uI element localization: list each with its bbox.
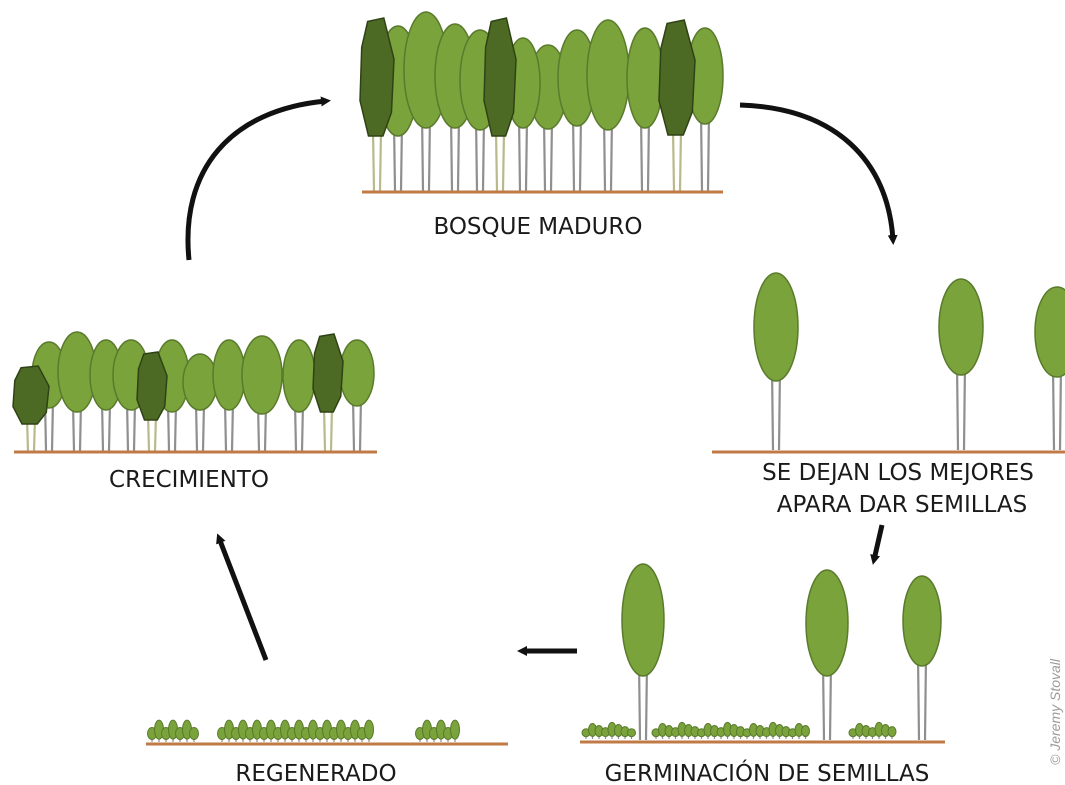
dark-tree (658, 19, 696, 192)
label-regenerated: REGENERADO (235, 761, 396, 785)
tree (182, 353, 218, 452)
seed-trees-illustration (753, 272, 1065, 451)
growth-forest-illustration (12, 331, 375, 452)
label-seed-trees-line2: APARA DAR SEMILLAS (777, 492, 1028, 518)
arrow-regenerated-to-growth (216, 533, 269, 661)
dark-tree (12, 365, 50, 452)
tree (282, 339, 316, 452)
tree (902, 575, 942, 741)
regenerated-illustration (147, 719, 460, 742)
seedlings (651, 721, 810, 739)
tree (557, 29, 597, 192)
tree (621, 563, 665, 741)
tree (626, 27, 664, 192)
tree (805, 569, 849, 741)
label-growth: CRECIMIENTO (109, 467, 269, 493)
label-seed-trees-line1: SE DEJAN LOS MEJORES (762, 460, 1034, 486)
tree (57, 331, 97, 452)
dark-tree (359, 17, 395, 192)
seedlings (848, 721, 897, 739)
tree (212, 339, 246, 452)
mature-forest-illustration (359, 11, 724, 192)
arrow-seed-to-germination (870, 524, 885, 565)
tree (586, 19, 630, 192)
tree (1034, 286, 1065, 451)
young-trees (415, 719, 460, 742)
tree (339, 339, 375, 452)
seedlings (581, 721, 636, 739)
young-trees (217, 719, 374, 742)
label-mature-forest: BOSQUE MADURO (433, 214, 642, 240)
tree (938, 278, 984, 451)
dark-tree (136, 351, 168, 452)
arrow-growth-to-mature (185, 96, 331, 261)
young-trees (147, 719, 199, 742)
dark-tree (312, 333, 344, 452)
tree (241, 335, 283, 452)
tree (686, 27, 724, 192)
dark-tree (483, 17, 517, 192)
label-germination: GERMINACIÓN DE SEMILLAS (605, 759, 930, 785)
germination-illustration (581, 563, 942, 741)
image-credit: © Jeremy Stovall (1047, 658, 1063, 765)
arrow-mature-to-seed (739, 102, 898, 245)
tree (753, 272, 799, 451)
